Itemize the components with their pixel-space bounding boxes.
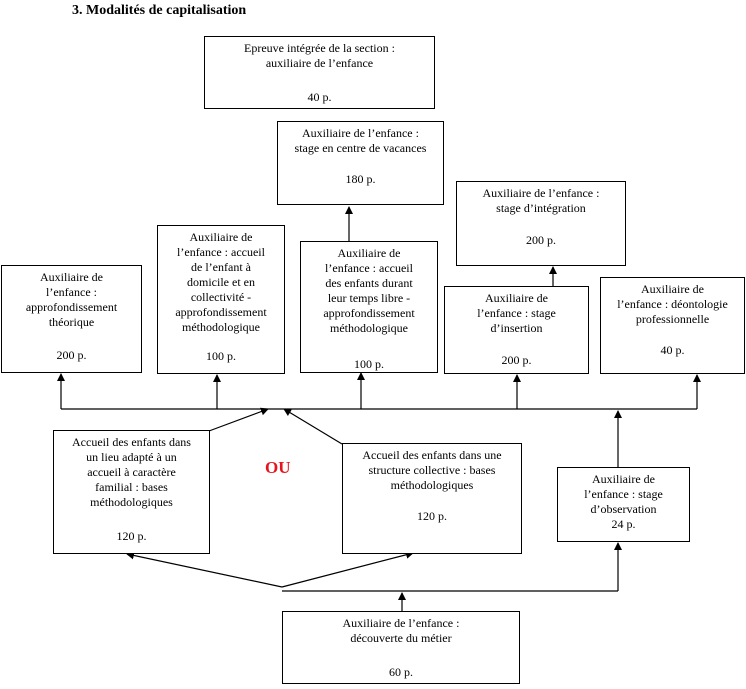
node-label: Auxiliaire de l’enfance : stage d’observ… [584, 472, 663, 516]
node-points: 180 p. [345, 172, 376, 186]
arrow-familial-to-bus [208, 407, 269, 432]
node-points: 100 p. [354, 357, 384, 371]
node-points: 120 p. [417, 509, 447, 523]
arrow-collective-to-bus [283, 408, 343, 445]
arrow-to-familial [126, 551, 283, 588]
node-points: 200 p. [501, 353, 532, 367]
node-collective: Accueil des enfants dans une structure c… [342, 443, 522, 554]
node-points: 120 p. [116, 529, 147, 543]
or-separator: OU [265, 458, 291, 477]
node-points: 200 p. [526, 233, 556, 247]
node-label: Accueil des enfants dans une structure c… [362, 448, 502, 492]
node-deontologie: Auxiliaire de l’enfance : déontologie pr… [600, 277, 745, 374]
node-label: Auxiliaire de l’enfance : accueil de l’e… [175, 230, 267, 334]
node-points: 100 p. [206, 349, 236, 363]
node-points: 40 p. [307, 90, 332, 104]
node-epreuve: Epreuve intégrée de la section : auxilia… [204, 36, 435, 109]
section-title: 3. Modalités de capitalisation [72, 3, 247, 18]
node-theorique: Auxiliaire de l’enfance : approfondissem… [1, 265, 142, 373]
node-integration: Auxiliaire de l’enfance : stage d’intégr… [456, 181, 626, 266]
node-label: Auxiliaire de l’enfance : approfondissem… [25, 270, 118, 329]
arrow-to-collective [281, 550, 414, 588]
node-observation: Auxiliaire de l’enfance : stage d’observ… [557, 467, 690, 542]
node-points: 40 p. [660, 343, 685, 357]
node-points: 24 p. [611, 517, 636, 531]
node-temps-libre: Auxiliaire de l’enfance : accueil des en… [300, 241, 438, 373]
node-points: 60 p. [389, 665, 413, 679]
node-label: Epreuve intégrée de la section : auxilia… [244, 41, 395, 70]
node-label: Accueil des enfants dans un lieu adapté … [72, 435, 191, 509]
node-label: Auxiliaire de l’enfance : accueil des en… [323, 246, 415, 335]
node-label: Auxiliaire de l’enfance : stage d’insert… [477, 291, 556, 335]
node-decouverte: Auxiliaire de l’enfance : découverte du … [282, 611, 520, 684]
node-domicile: Auxiliaire de l’enfance : accueil de l’e… [157, 225, 285, 374]
node-label: Auxiliaire de l’enfance : déontologie pr… [617, 282, 728, 326]
node-points: 200 p. [56, 348, 87, 362]
node-label: Auxiliaire de l’enfance : stage en centr… [294, 126, 427, 155]
node-label: Auxiliaire de l’enfance : découverte du … [342, 616, 460, 645]
node-insertion: Auxiliaire de l’enfance : stage d’insert… [444, 286, 589, 374]
node-vacances: Auxiliaire de l’enfance : stage en centr… [277, 121, 444, 205]
node-familial: Accueil des enfants dans un lieu adapté … [53, 430, 210, 554]
node-label: Auxiliaire de l’enfance : stage d’intégr… [482, 186, 600, 215]
